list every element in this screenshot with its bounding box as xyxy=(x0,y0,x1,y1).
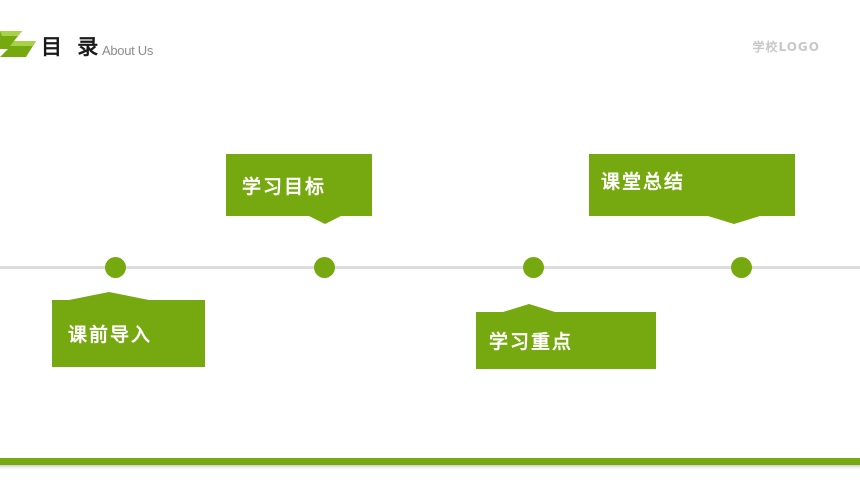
callout-label: 学习重点 xyxy=(489,331,574,353)
arrow-logo-icon xyxy=(0,31,36,57)
callout-item-4[interactable]: 课堂总结 xyxy=(589,154,795,224)
timeline-line xyxy=(0,266,860,269)
callout-item-2[interactable]: 学习目标 xyxy=(226,154,372,224)
callout-label: 课堂总结 xyxy=(601,171,686,193)
callout-pointer xyxy=(309,216,341,224)
callout-pointer xyxy=(708,216,760,224)
callout-item-3[interactable]: 学习重点 xyxy=(476,304,656,369)
timeline-dot-2[interactable] xyxy=(314,257,335,278)
page-title: 目 录 xyxy=(41,35,103,59)
callout-label: 学习目标 xyxy=(242,175,327,198)
callout-pointer xyxy=(69,292,149,300)
page-subtitle: About Us xyxy=(102,43,154,58)
callout-item-1[interactable]: 课前导入 xyxy=(52,292,205,367)
timeline-dot-4[interactable] xyxy=(731,257,752,278)
footer-shadow xyxy=(0,465,860,469)
school-logo: 学校LOGO xyxy=(752,40,820,54)
timeline-dot-1[interactable] xyxy=(105,257,126,278)
timeline-dot-3[interactable] xyxy=(523,257,544,278)
footer-bar xyxy=(0,458,860,465)
callout-pointer xyxy=(503,304,555,312)
callout-label: 课前导入 xyxy=(68,324,153,346)
